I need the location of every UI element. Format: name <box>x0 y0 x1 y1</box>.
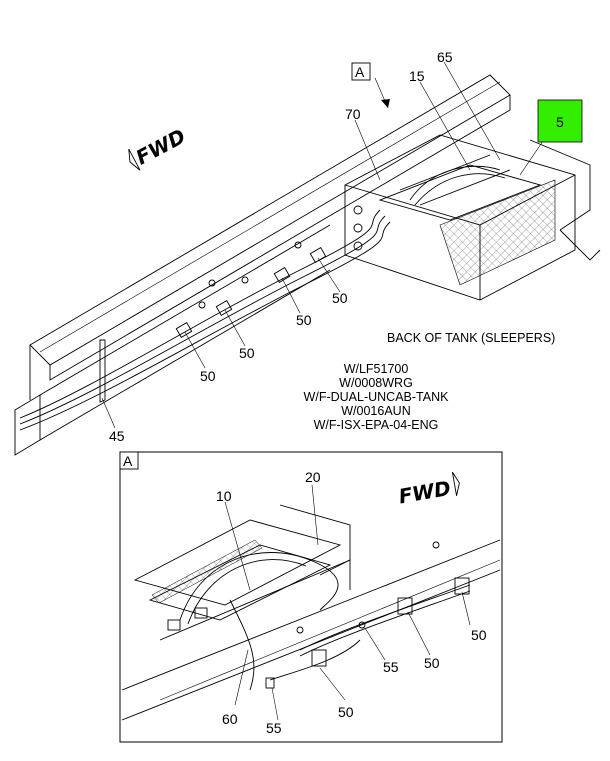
callout-50-a: 50 <box>332 290 348 306</box>
view-a-arrow <box>381 99 390 108</box>
detail-view-frame <box>119 451 503 743</box>
callout-45: 45 <box>109 428 125 444</box>
detail-battery-tray <box>133 504 351 631</box>
condition-line-1: W/LF51700 <box>344 362 409 376</box>
fwd-label: FWD <box>132 124 189 170</box>
callout-70: 70 <box>345 106 361 122</box>
condition-line-4: W/0016AUN <box>341 404 410 418</box>
detail-callout-55-a: 55 <box>383 659 399 675</box>
detail-fwd-indicator: FWD <box>397 471 460 509</box>
detail-callout-20: 20 <box>305 469 321 485</box>
callout-5: 5 <box>556 114 564 130</box>
detail-callout-10: 10 <box>216 488 232 504</box>
detail-callout-55-b: 55 <box>266 720 282 736</box>
detail-view-tag: A <box>119 451 139 470</box>
detail-fwd-label: FWD <box>397 476 453 509</box>
callout-5-highlight <box>537 99 583 143</box>
leader-lines <box>101 61 546 429</box>
view-a-tag: A <box>351 62 371 81</box>
detail-callout-50-a: 50 <box>471 627 487 643</box>
callout-15: 15 <box>409 68 425 84</box>
battery-cables <box>19 165 506 431</box>
detail-view-tag-label: A <box>123 453 133 469</box>
condition-line-5: W/F-ISX-EPA-04-ENG <box>314 418 439 432</box>
callout-65: 65 <box>437 49 453 65</box>
frame-rail <box>14 74 511 456</box>
fwd-indicator: FWD <box>128 124 189 171</box>
detail-clamps <box>265 541 470 689</box>
callout-50-b: 50 <box>296 312 312 328</box>
callout-50-c: 50 <box>239 345 255 361</box>
detail-cables <box>179 552 471 691</box>
applicability-notes: W/LF51700 W/0008WRG W/F-DUAL-UNCAB-TANK … <box>304 362 450 432</box>
view-a-tag-label: A <box>355 64 365 80</box>
caption-back-of-tank: BACK OF TANK (SLEEPERS) <box>387 331 555 345</box>
detail-leader-lines <box>224 484 471 721</box>
condition-line-2: W/0008WRG <box>339 376 413 390</box>
detail-callout-50-b: 50 <box>424 655 440 671</box>
condition-line-3: W/F-DUAL-UNCAB-TANK <box>304 390 450 404</box>
bracket-45 <box>99 339 106 403</box>
callout-50-d: 50 <box>200 368 216 384</box>
detail-callout-60: 60 <box>222 711 238 727</box>
detail-callout-50-c: 50 <box>338 704 354 720</box>
